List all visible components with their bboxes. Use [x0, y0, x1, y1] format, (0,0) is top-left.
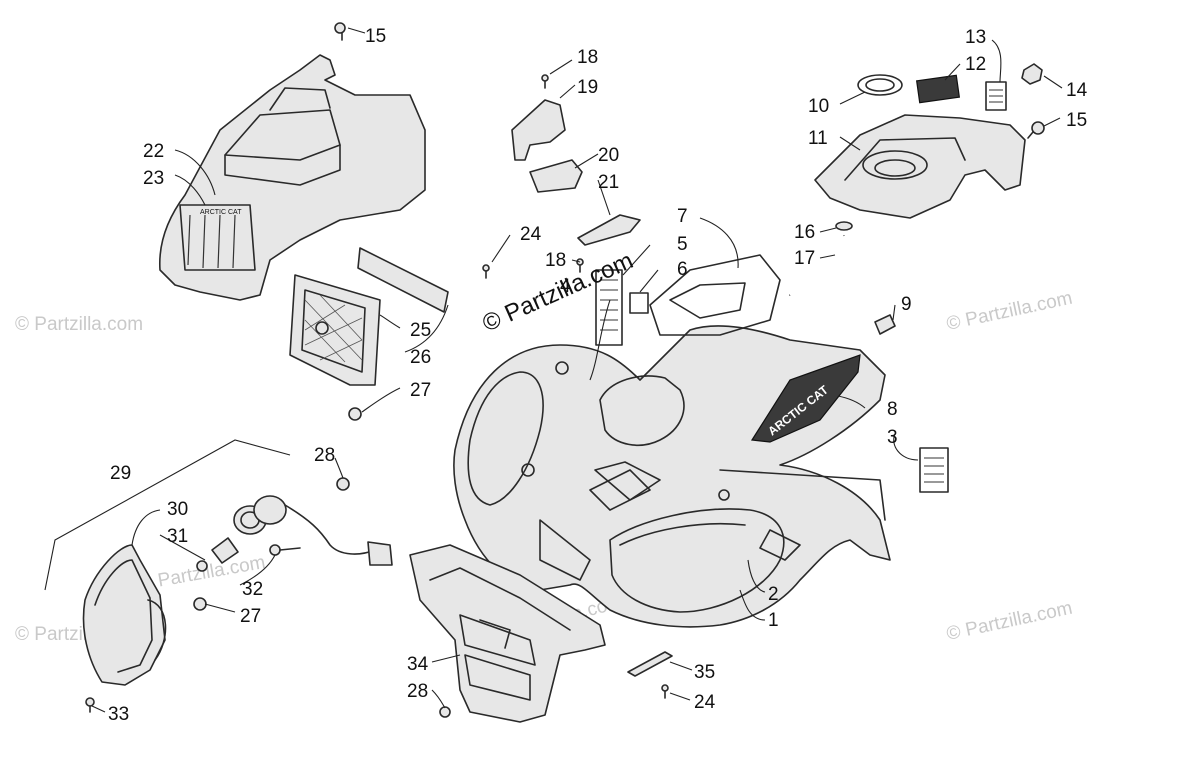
callout-13: 13 [965, 27, 986, 48]
cover-part-19[interactable] [511, 99, 566, 161]
panel-part[interactable] [649, 254, 781, 336]
storage-cover-part[interactable]: ARCTIC CAT [159, 54, 426, 301]
callout-28-bottom: 28 [407, 681, 428, 702]
callout-4: 4 [560, 276, 571, 297]
headlight-part[interactable] [82, 544, 167, 686]
callout-17: 17 [794, 248, 815, 269]
callout-34: 34 [407, 654, 429, 675]
callout-24-bottom: 24 [694, 692, 716, 713]
callout-8: 8 [887, 399, 898, 420]
bracket-line-29 [44, 439, 291, 591]
callout-6: 6 [677, 259, 688, 280]
callout-28-mid: 28 [314, 445, 335, 466]
callout-15-right: 15 [1066, 110, 1087, 131]
callout-29: 29 [110, 463, 131, 484]
callout-10: 10 [808, 96, 829, 117]
callout-33: 33 [108, 704, 129, 725]
leader-lines [91, 27, 1063, 713]
callout-11: 11 [808, 128, 828, 149]
callout-9: 9 [901, 294, 912, 315]
hose-parts[interactable] [789, 221, 896, 335]
callout-24-top: 24 [520, 224, 542, 245]
callout-32: 32 [242, 579, 263, 600]
footpad-part-21[interactable] [577, 214, 641, 246]
callout-25: 25 [410, 320, 431, 341]
fasteners[interactable] [85, 22, 669, 718]
callout-labels: 1 2 3 4 5 6 7 8 9 10 11 12 13 14 15 15 1… [108, 26, 1088, 725]
tank-decals[interactable] [915, 74, 1007, 111]
front-rack-part[interactable] [409, 544, 606, 723]
callout-14: 14 [1066, 80, 1088, 101]
grille-brand-text: ARCTIC CAT [200, 209, 242, 216]
callout-30: 30 [167, 499, 188, 520]
callout-23: 23 [143, 168, 164, 189]
callout-21: 21 [598, 172, 619, 193]
bracket-part[interactable] [627, 651, 673, 677]
callout-22: 22 [143, 141, 164, 162]
callout-20: 20 [598, 145, 619, 166]
plate-part[interactable] [357, 247, 449, 313]
callout-18-top: 18 [577, 47, 598, 68]
tank-cover-part[interactable] [814, 114, 1026, 219]
mesh-grille-part[interactable] [289, 274, 381, 386]
watermark-left: © Partzilla.com [15, 314, 143, 335]
callout-26: 26 [410, 347, 431, 368]
callout-19: 19 [577, 77, 598, 98]
callout-7: 7 [677, 206, 688, 227]
callout-16: 16 [794, 222, 815, 243]
callout-3: 3 [887, 427, 898, 448]
hardware-right[interactable] [1021, 63, 1045, 139]
ring-part[interactable] [857, 74, 903, 96]
callout-27-bottom: 27 [240, 606, 261, 627]
callout-35: 35 [694, 662, 715, 683]
watermark-right: © Partzilla.com [945, 288, 1075, 335]
callout-31: 31 [167, 526, 188, 547]
callout-12: 12 [965, 54, 986, 75]
callout-5: 5 [677, 234, 688, 255]
callout-27-top: 27 [410, 380, 431, 401]
wiring-part[interactable] [196, 495, 393, 572]
callout-15-top: 15 [365, 26, 386, 47]
callout-1: 1 [768, 610, 779, 631]
callout-18-mid: 18 [545, 250, 566, 271]
watermark-bottom-right: © Partzilla.com [945, 598, 1075, 645]
label-decals[interactable] [595, 269, 949, 493]
block-part-20[interactable] [529, 159, 583, 193]
callout-2: 2 [768, 584, 779, 605]
